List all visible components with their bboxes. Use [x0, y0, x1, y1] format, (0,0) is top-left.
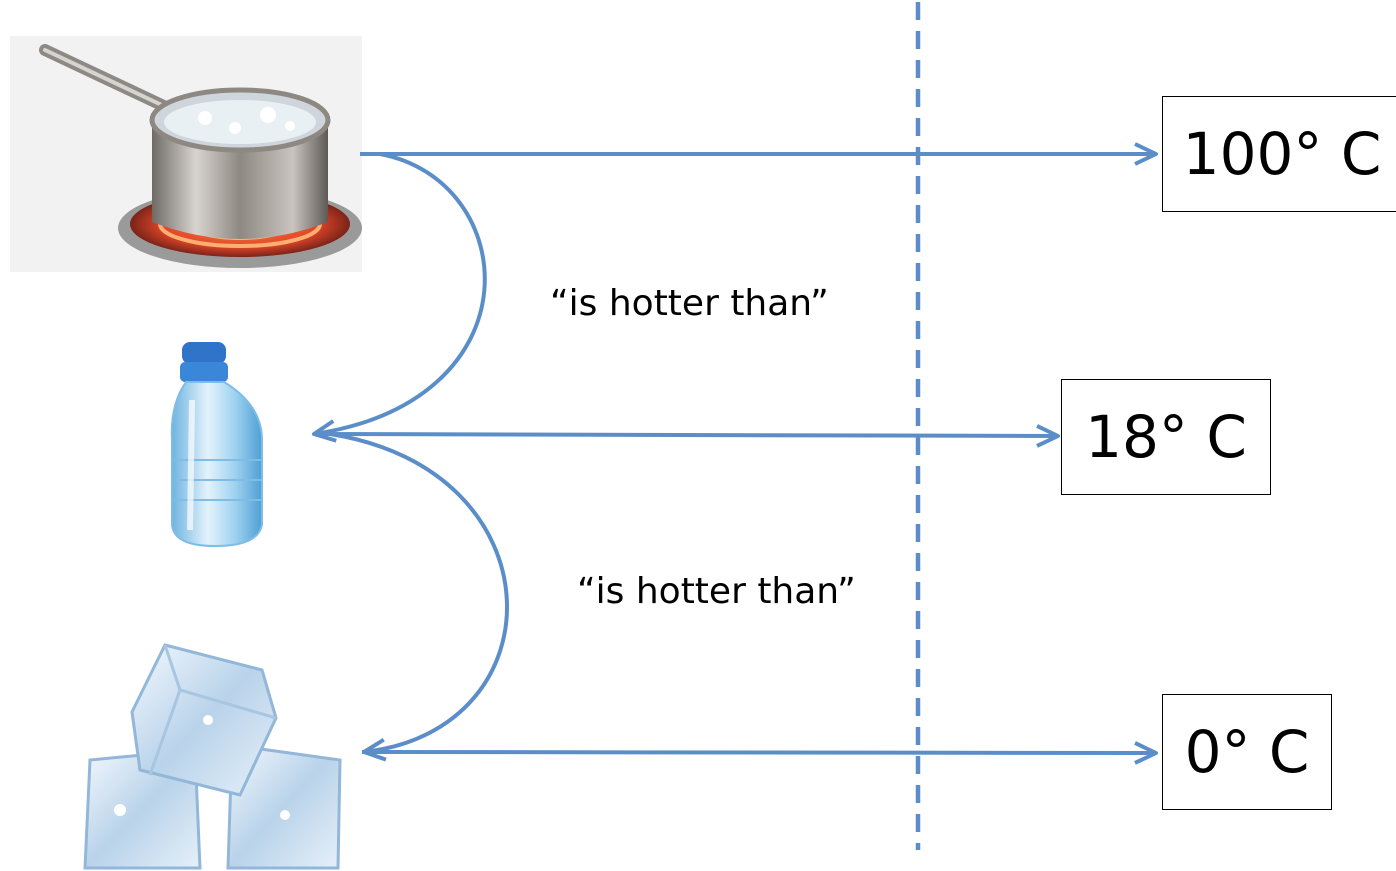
arrow-ice-to-0: [361, 741, 1158, 765]
relation-label-lower: “is hotter than”: [577, 571, 856, 612]
temperature-box-freezing: 0° C: [1162, 694, 1332, 810]
arrow-bottle-to-18: [319, 424, 1060, 448]
temperature-box-room: 18° C: [1061, 379, 1271, 495]
temperature-box-boiling: 100° C: [1162, 96, 1396, 212]
boiling-pot-on-stove-icon: [10, 36, 362, 272]
relation-label-upper: “is hotter than”: [550, 283, 829, 324]
curved-arrow-bottle-to-ice: [329, 432, 510, 762]
water-bottle-icon: [170, 342, 263, 548]
curved-arrow-pot-to-bottle: [312, 152, 487, 443]
ice-cubes-icon: [83, 643, 342, 870]
